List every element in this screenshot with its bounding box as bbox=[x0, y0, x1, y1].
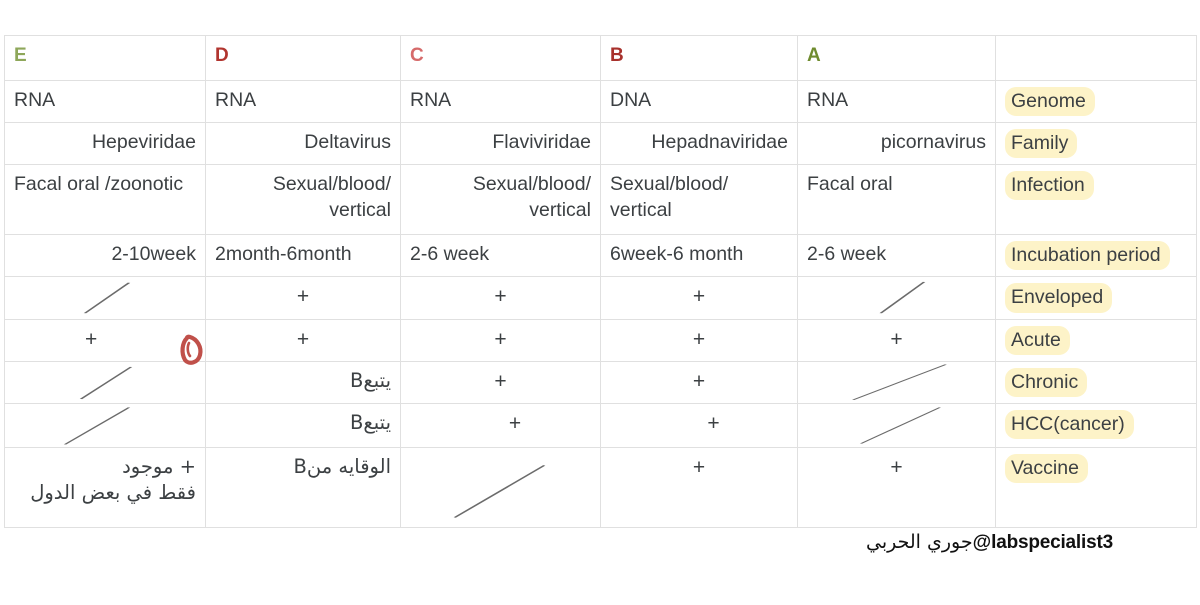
row-label-text: Genome bbox=[1005, 87, 1095, 117]
row-label-acute: Acute bbox=[995, 318, 1197, 362]
table-row: 2-10week 2month-6month 2-6 week 6week-6 … bbox=[4, 234, 1197, 278]
cell-genome-d: RNA bbox=[205, 79, 401, 124]
cell-enveloped-c: + bbox=[400, 276, 601, 320]
hepatitis-letter-a: A bbox=[807, 45, 822, 66]
cell-hcc-d: يتبعB bbox=[205, 402, 401, 448]
cell-family-b: Hepadnaviridae bbox=[600, 122, 798, 166]
row-label-text: Enveloped bbox=[1005, 283, 1113, 313]
cell-genome-e: RNA bbox=[4, 79, 206, 124]
cell-acute-a: + bbox=[797, 318, 996, 362]
row-label-incubation: Incubation period bbox=[995, 234, 1197, 278]
row-label-text: Family bbox=[1005, 129, 1078, 159]
cell-genome-c: RNA bbox=[400, 79, 601, 124]
row-label-text: HCC(cancer) bbox=[1005, 409, 1134, 439]
cell-infection-c: Sexual/blood/ vertical bbox=[400, 164, 601, 236]
table-row: Facal oral /zoonotic Sexual/blood/ verti… bbox=[4, 164, 1197, 236]
cell-acute-d: + bbox=[205, 318, 401, 362]
header-cell-b: B bbox=[600, 35, 798, 81]
row-label-family: Family bbox=[995, 122, 1197, 166]
table-row: + موجود فقط في بعض الدول الوقايه منB + +… bbox=[4, 446, 1197, 528]
header-cell-label bbox=[995, 35, 1197, 81]
cell-incubation-d: 2month-6month bbox=[205, 234, 401, 278]
strike-slash-icon bbox=[798, 362, 995, 403]
strike-slash-icon bbox=[401, 448, 600, 527]
cell-enveloped-a bbox=[797, 276, 996, 320]
row-label-text: Infection bbox=[1005, 171, 1094, 201]
strike-slash-icon bbox=[798, 404, 995, 447]
row-label-enveloped: Enveloped bbox=[995, 276, 1197, 320]
table-row: يتبعB + + Chronic bbox=[4, 360, 1197, 404]
row-label-text: Acute bbox=[1005, 325, 1070, 355]
cell-chronic-b: + bbox=[600, 360, 798, 404]
cell-incubation-c: 2-6 week bbox=[400, 234, 601, 278]
table-row: يتبعB + + HCC(cancer) bbox=[4, 402, 1197, 448]
row-label-chronic: Chronic bbox=[995, 360, 1197, 404]
hepatitis-comparison-table: E D C B A RNA RNA RNA bbox=[4, 35, 1197, 528]
row-label-vaccine: Vaccine bbox=[995, 446, 1197, 528]
table-row: + + + + + Acute bbox=[4, 318, 1197, 362]
strike-slash-icon bbox=[5, 277, 205, 318]
table-row: Hepeviridae Deltavirus Flaviviridae Hepa… bbox=[4, 122, 1197, 166]
cell-hcc-a bbox=[797, 402, 996, 448]
cell-acute-b: + bbox=[600, 318, 798, 362]
comparison-table-sheet: E D C B A RNA RNA RNA bbox=[4, 35, 1197, 528]
header-cell-e: E bbox=[4, 35, 206, 81]
cell-hcc-b: + bbox=[600, 402, 798, 448]
table-row: + + + Enveloped bbox=[4, 276, 1197, 320]
strike-slash-icon bbox=[798, 277, 995, 318]
cell-vaccine-b: + bbox=[600, 446, 798, 528]
cell-chronic-e bbox=[4, 360, 206, 404]
cell-family-c: Flaviviridae bbox=[400, 122, 601, 166]
author-credit: جوري الحربي@labspecialist3 bbox=[866, 531, 1113, 554]
cell-genome-a: RNA bbox=[797, 79, 996, 124]
strike-slash-icon bbox=[5, 404, 205, 447]
cell-chronic-c: + bbox=[400, 360, 601, 404]
hepatitis-letter-d: D bbox=[215, 45, 230, 66]
cell-vaccine-a: + bbox=[797, 446, 996, 528]
cell-infection-a: Facal oral bbox=[797, 164, 996, 236]
cell-family-d: Deltavirus bbox=[205, 122, 401, 166]
row-label-genome: Genome bbox=[995, 79, 1197, 124]
author-name-arabic: جوري الحربي bbox=[866, 531, 973, 553]
cell-infection-e: Facal oral /zoonotic bbox=[4, 164, 206, 236]
row-label-hcc: HCC(cancer) bbox=[995, 402, 1197, 448]
cell-genome-b: DNA bbox=[600, 79, 798, 124]
header-cell-d: D bbox=[205, 35, 401, 81]
cell-vaccine-e: + موجود فقط في بعض الدول bbox=[4, 446, 206, 528]
table-row: RNA RNA RNA DNA RNA Genome bbox=[4, 79, 1197, 124]
cell-chronic-a bbox=[797, 360, 996, 404]
cell-incubation-e: 2-10week bbox=[4, 234, 206, 278]
table-header-row: E D C B A bbox=[4, 35, 1197, 81]
cell-hcc-c: + bbox=[400, 402, 601, 448]
header-cell-a: A bbox=[797, 35, 996, 81]
cell-family-a: picornavirus bbox=[797, 122, 996, 166]
cell-acute-c: + bbox=[400, 318, 601, 362]
cell-chronic-d: يتبعB bbox=[205, 360, 401, 404]
row-label-text: Vaccine bbox=[1005, 453, 1088, 483]
cell-vaccine-d: الوقايه منB bbox=[205, 446, 401, 528]
hepatitis-letter-c: C bbox=[410, 45, 425, 66]
cell-infection-b: Sexual/blood/ vertical bbox=[600, 164, 798, 236]
hepatitis-letter-e: E bbox=[14, 45, 27, 66]
cell-enveloped-b: + bbox=[600, 276, 798, 320]
row-label-infection: Infection bbox=[995, 164, 1197, 236]
cell-incubation-a: 2-6 week bbox=[797, 234, 996, 278]
cell-incubation-b: 6week-6 month bbox=[600, 234, 798, 278]
row-label-text: Chronic bbox=[1005, 367, 1088, 397]
author-handle: @labspecialist3 bbox=[972, 532, 1114, 553]
row-label-text: Incubation period bbox=[1005, 241, 1170, 271]
strike-slash-icon bbox=[5, 362, 205, 403]
cell-hcc-e bbox=[4, 402, 206, 448]
cell-acute-e: + bbox=[4, 318, 206, 362]
cell-infection-d: Sexual/blood/ vertical bbox=[205, 164, 401, 236]
cell-family-e: Hepeviridae bbox=[4, 122, 206, 166]
header-cell-c: C bbox=[400, 35, 601, 81]
cell-enveloped-e bbox=[4, 276, 206, 320]
cell-enveloped-d: + bbox=[205, 276, 401, 320]
hepatitis-letter-b: B bbox=[610, 45, 625, 66]
cell-vaccine-c bbox=[400, 446, 601, 528]
